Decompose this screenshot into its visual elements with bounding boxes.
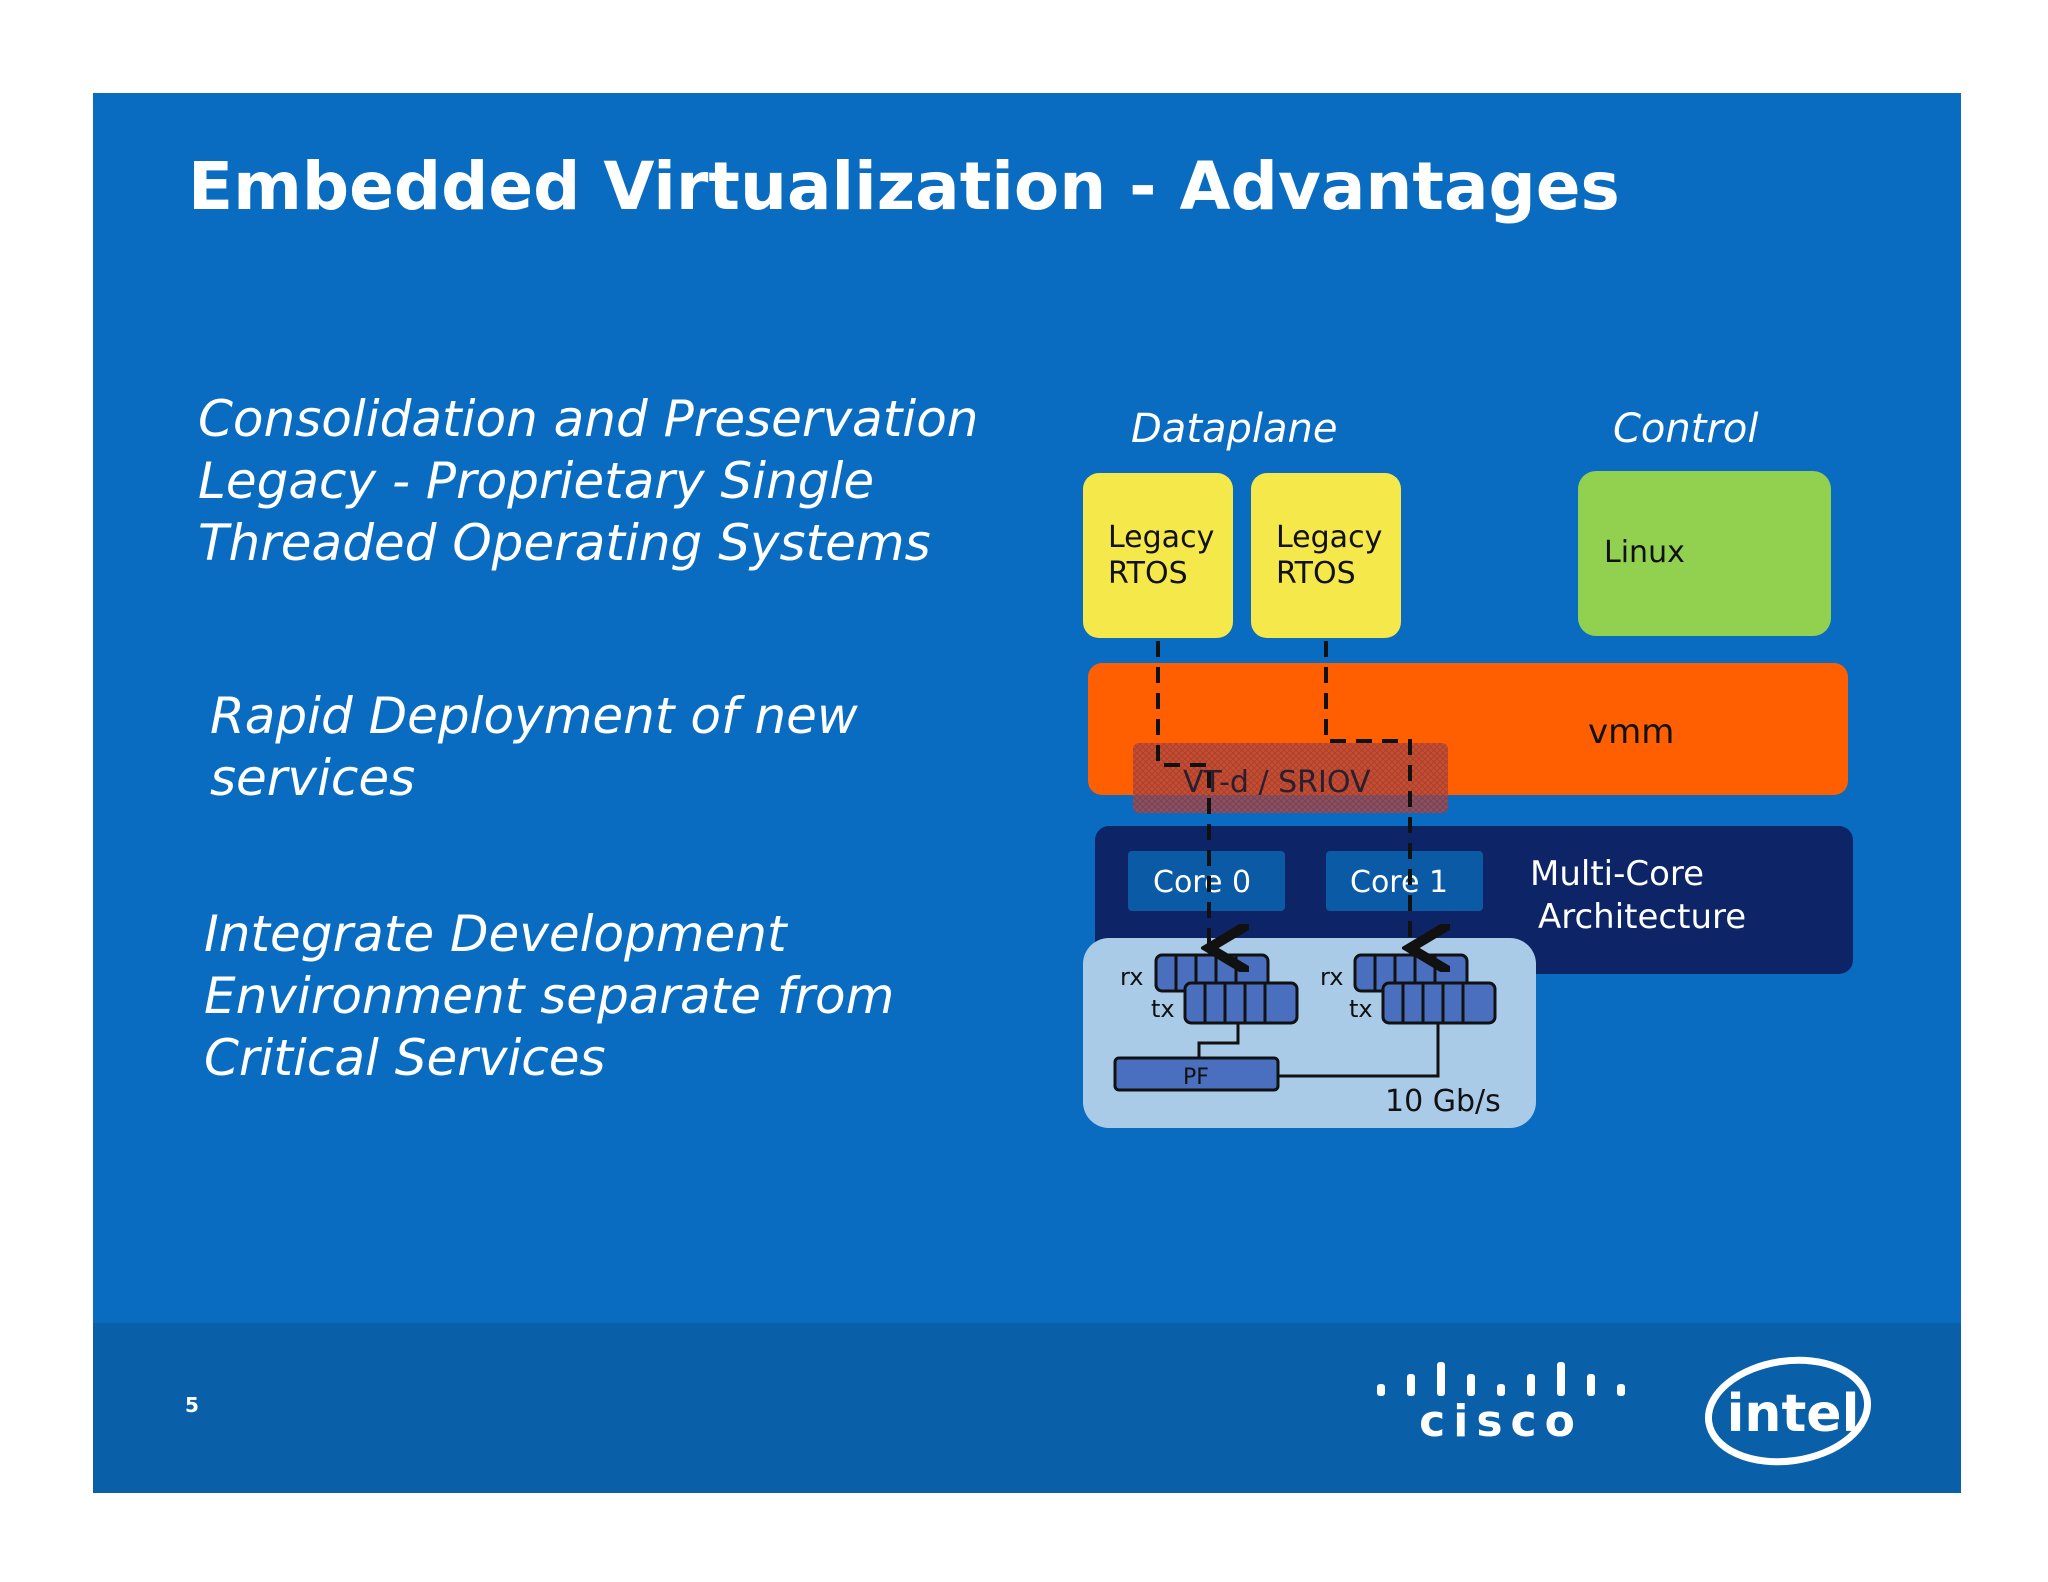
core-0-box: Core 0 bbox=[1128, 851, 1285, 911]
dataplane-label: Dataplane bbox=[1131, 406, 1337, 452]
bullet-line: Critical Services bbox=[204, 1029, 606, 1087]
dataplane-paths bbox=[1156, 641, 1410, 948]
vtd-sriov-overlay: VT-d / SRIOV bbox=[1133, 743, 1448, 813]
legacy-rtos-box-2: Legacy RTOS bbox=[1251, 473, 1401, 638]
bandwidth-label: 10 Gb/s bbox=[1385, 1084, 1501, 1119]
rtos-label-line: RTOS bbox=[1276, 556, 1356, 591]
rx-label: rx bbox=[1120, 963, 1143, 991]
bullet-integrate-development: Integrate Development Environment separa… bbox=[204, 903, 894, 1089]
pf-label: PF bbox=[1183, 1065, 1209, 1090]
linux-label: Linux bbox=[1604, 535, 1685, 570]
pf-box: PF bbox=[1113, 1056, 1280, 1092]
multicore-label-line: Architecture bbox=[1538, 897, 1746, 937]
multicore-label-line: Multi-Core bbox=[1530, 854, 1704, 894]
bullet-line: Threaded Operating Systems bbox=[198, 514, 931, 572]
intel-wordmark: intel bbox=[1727, 1384, 1860, 1444]
vmm-label: vmm bbox=[1588, 712, 1674, 752]
rtos-label-line: RTOS bbox=[1108, 556, 1188, 591]
rx-label: rx bbox=[1320, 963, 1343, 991]
bullet-line: Environment separate from bbox=[204, 967, 895, 1025]
bullet-line: Legacy - Proprietary Single bbox=[198, 452, 875, 510]
slide-title: Embedded Virtualization - Advantages bbox=[188, 148, 1620, 225]
tx-label: tx bbox=[1349, 995, 1373, 1023]
intel-logo: intel bbox=[1704, 1356, 1872, 1466]
core-0-label: Core 0 bbox=[1153, 865, 1251, 900]
nic-panel: rx tx rx tx PF 1 bbox=[1083, 938, 1536, 1128]
legacy-rtos-box-1: Legacy RTOS bbox=[1083, 473, 1233, 638]
slide: Embedded Virtualization - Advantages Con… bbox=[93, 93, 1961, 1493]
core-1-box: Core 1 bbox=[1326, 851, 1483, 911]
bullet-consolidation: Consolidation and Preservation Legacy - … bbox=[198, 388, 978, 574]
rtos-label-line: Legacy bbox=[1276, 520, 1382, 555]
virtualization-diagram: Dataplane Control Legacy RTOS Legacy RTO… bbox=[1083, 406, 1853, 1128]
cisco-wordmark: cisco bbox=[1419, 1396, 1583, 1438]
bullet-line: Integrate Development bbox=[204, 905, 787, 963]
core-1-label: Core 1 bbox=[1350, 865, 1448, 900]
linux-box: Linux bbox=[1578, 471, 1831, 636]
bullet-line: Rapid Deployment of new bbox=[210, 687, 858, 745]
cisco-logo: cisco bbox=[1377, 1362, 1625, 1438]
tx-label: tx bbox=[1151, 995, 1175, 1023]
bullet-rapid-deployment: Rapid Deployment of new services bbox=[210, 685, 858, 809]
vtd-sriov-label: VT-d / SRIOV bbox=[1183, 765, 1371, 800]
control-label: Control bbox=[1613, 406, 1758, 452]
bullet-line: Consolidation and Preservation bbox=[198, 390, 979, 448]
bullet-line: services bbox=[210, 749, 416, 807]
rtos-label-line: Legacy bbox=[1108, 520, 1214, 555]
footer-band bbox=[93, 1323, 1961, 1493]
page-number: 5 bbox=[185, 1393, 199, 1417]
